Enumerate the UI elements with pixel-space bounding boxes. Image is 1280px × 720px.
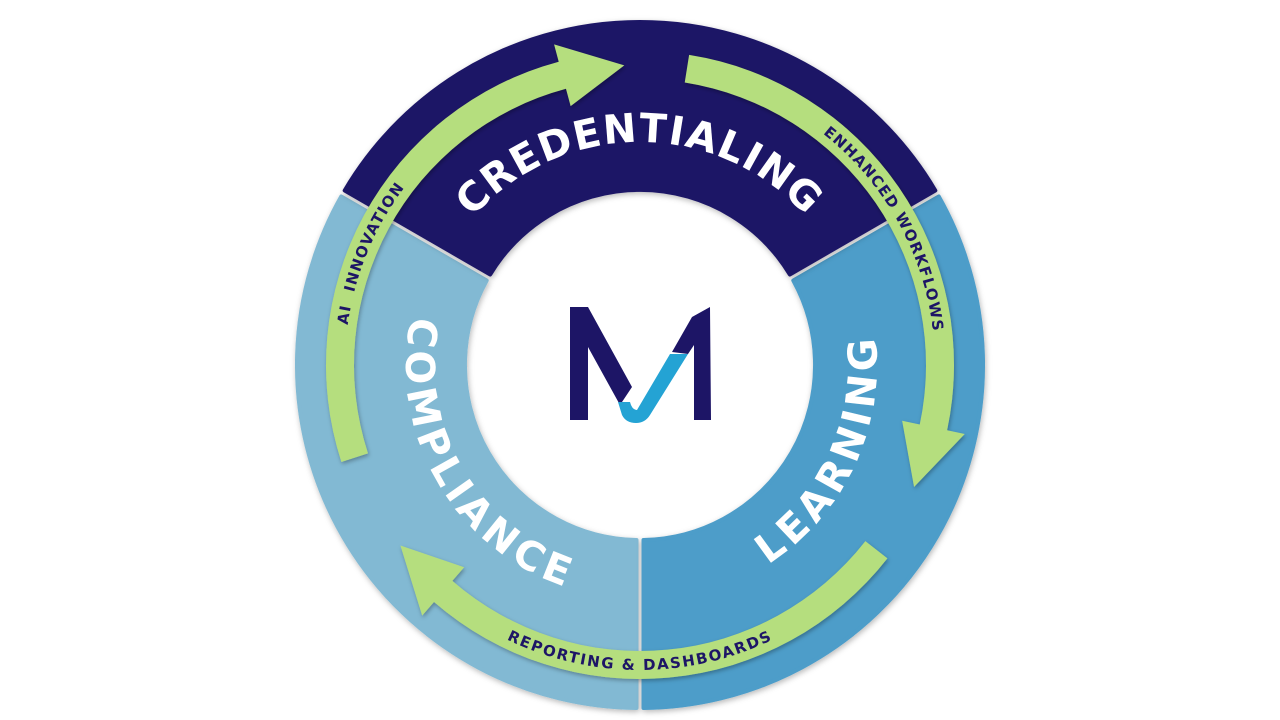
- segment-learning[interactable]: [641, 194, 985, 710]
- arrows-group: [326, 44, 965, 680]
- arrow-ai-innovation: [326, 44, 625, 463]
- segment-compliance[interactable]: [295, 194, 639, 710]
- arrow-reporting-dashboards: [400, 541, 888, 680]
- center-logo: [570, 307, 711, 423]
- segments-group: [295, 20, 985, 710]
- logo-m-left-stroke: [570, 307, 632, 420]
- segment-credentialing[interactable]: [342, 20, 938, 277]
- arrow-enhanced-workflows: [684, 54, 965, 488]
- logo-checkmark-icon: [618, 354, 688, 423]
- logo-one-stroke: [672, 307, 711, 420]
